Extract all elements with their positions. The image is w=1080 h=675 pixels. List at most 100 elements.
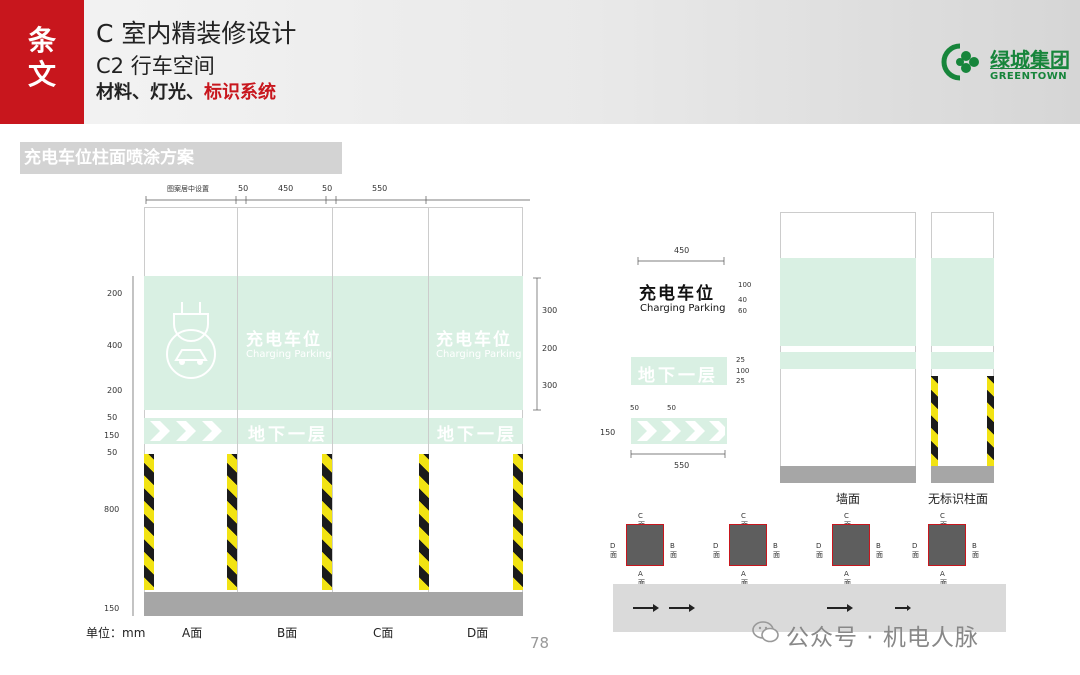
plan2-column xyxy=(729,524,767,566)
sign-cn-d: 充电车位 xyxy=(436,330,512,350)
column-mint-upper xyxy=(931,258,994,346)
column-stripe-left xyxy=(931,376,938,466)
detail-dim-50b: 50 xyxy=(667,404,676,412)
unit-label: 单位：mm xyxy=(86,626,146,640)
elevation-frame xyxy=(144,207,523,616)
dim-left-200a: 200 xyxy=(107,289,123,298)
chapter-tag-top: 条 xyxy=(27,24,56,57)
dim-left-150a: 150 xyxy=(104,431,120,440)
detail-dim-40: 40 xyxy=(738,296,747,304)
top-dimension-line xyxy=(145,196,530,204)
dim-right-300a: 300 xyxy=(542,306,558,315)
divider-cd xyxy=(428,207,429,616)
detail-dim-60: 60 xyxy=(738,307,747,315)
divider-ab xyxy=(237,207,238,616)
face-label-d: D面 xyxy=(467,626,489,640)
dim-right-300b: 300 xyxy=(542,381,558,390)
dim-left-50b: 50 xyxy=(107,448,118,457)
dim-left-400: 400 xyxy=(107,341,123,350)
topic-line: 材料、灯光、标识系统 xyxy=(96,78,276,104)
topic-plain: 材料、灯光、 xyxy=(96,82,204,103)
dim-top-50a: 50 xyxy=(238,184,249,193)
plain-column-elevation xyxy=(931,212,994,483)
logo-en: GREENTOWN xyxy=(990,68,1068,82)
left-dimension-line xyxy=(132,276,134,616)
column-label: 无标识柱面 xyxy=(928,492,989,506)
detail-sign-cn: 充电车位 xyxy=(639,284,715,304)
dim-top-550: 550 xyxy=(372,184,388,193)
detail-width-line xyxy=(637,257,725,265)
plan3-face-a: A面 xyxy=(844,570,851,587)
detail-dim-150: 150 xyxy=(600,428,616,437)
plan1-face-a: A面 xyxy=(638,570,645,587)
plan3-face-b: B面 xyxy=(876,542,883,559)
lane-arrows-icon xyxy=(633,604,911,612)
wall-mint-upper xyxy=(780,258,916,346)
wall-mint-lower xyxy=(780,352,916,369)
dim-left-150b: 150 xyxy=(104,604,120,613)
dim-left-200b: 200 xyxy=(107,386,123,395)
hazard-stripe-c-right xyxy=(419,454,429,590)
dim-top-50b: 50 xyxy=(322,184,333,193)
plan1-face-b: B面 xyxy=(670,542,677,559)
detail-sign-en: Charging Parking xyxy=(640,303,726,314)
face-label-c: C面 xyxy=(373,626,394,640)
detail-dim-50a: 50 xyxy=(630,404,639,412)
column-stripe-right xyxy=(987,376,994,466)
plan4-face-b: B面 xyxy=(972,542,979,559)
detail-dim-25b: 25 xyxy=(736,377,745,385)
plan3-column xyxy=(832,524,870,566)
hazard-stripe-a-left xyxy=(144,454,154,590)
page-number: 78 xyxy=(530,634,550,652)
plan2-face-a: A面 xyxy=(741,570,748,587)
sign-en-b: Charging Parking xyxy=(246,349,332,360)
dim-left-800: 800 xyxy=(104,505,120,514)
wall-gray-base xyxy=(780,466,916,483)
face-label-b: B面 xyxy=(277,626,298,640)
charging-plug-icon xyxy=(166,302,216,379)
direction-chevrons-icon xyxy=(150,421,222,441)
chapter-tag-bottom: 文 xyxy=(27,58,56,91)
topic-highlight: 标识系统 xyxy=(204,82,276,103)
wechat-icon xyxy=(752,621,779,643)
section-title: 充电车位柱面喷涂方案 xyxy=(20,142,342,174)
greentown-logo-icon xyxy=(941,43,979,81)
plan4-column xyxy=(928,524,966,566)
dim-top-center: 图案居中设置 xyxy=(167,185,209,193)
divider-bc xyxy=(332,207,333,616)
hazard-stripe-b-right xyxy=(322,454,332,590)
column-mint-lower xyxy=(931,352,994,369)
face-label-a: A面 xyxy=(182,626,203,640)
detail-chevrons-icon xyxy=(637,421,725,441)
detail-floor-band xyxy=(631,357,727,385)
page-subtitle: C2 行车空间 xyxy=(96,54,215,78)
mint-sign-band xyxy=(144,276,523,410)
sign-cn-b: 充电车位 xyxy=(246,330,322,350)
detail-dim-100b: 100 xyxy=(736,367,750,375)
wall-elevation xyxy=(780,212,916,483)
floor-text-d: 地下一层 xyxy=(437,425,517,445)
detail-dim-100: 100 xyxy=(738,281,752,289)
plan4-face-d: D面 xyxy=(912,542,919,559)
detail-dim-25a: 25 xyxy=(736,356,745,364)
column-gray-base xyxy=(931,466,994,483)
detail-floor-text: 地下一层 xyxy=(638,366,718,386)
plan2-face-d: D面 xyxy=(713,542,720,559)
plan4-face-a: A面 xyxy=(940,570,947,587)
gray-base-band xyxy=(144,592,523,616)
wall-label: 墙面 xyxy=(836,492,861,506)
header-banner xyxy=(0,0,1080,124)
right-dimension-line xyxy=(533,277,541,411)
detail-dim-550: 550 xyxy=(674,461,690,470)
floor-text-b: 地下一层 xyxy=(248,425,328,445)
detail-width-dim: 450 xyxy=(674,246,690,255)
watermark: 公众号 · 机电人脉 xyxy=(786,625,979,651)
chapter-tag: 条 文 xyxy=(0,0,84,124)
plan1-face-d: D面 xyxy=(610,542,617,559)
plan3-face-d: D面 xyxy=(816,542,823,559)
hazard-stripe-d-right xyxy=(513,454,523,590)
dim-right-200: 200 xyxy=(542,344,558,353)
sign-en-d: Charging Parking xyxy=(436,349,522,360)
dim-top-450: 450 xyxy=(278,184,294,193)
detail-550-line xyxy=(630,450,726,458)
